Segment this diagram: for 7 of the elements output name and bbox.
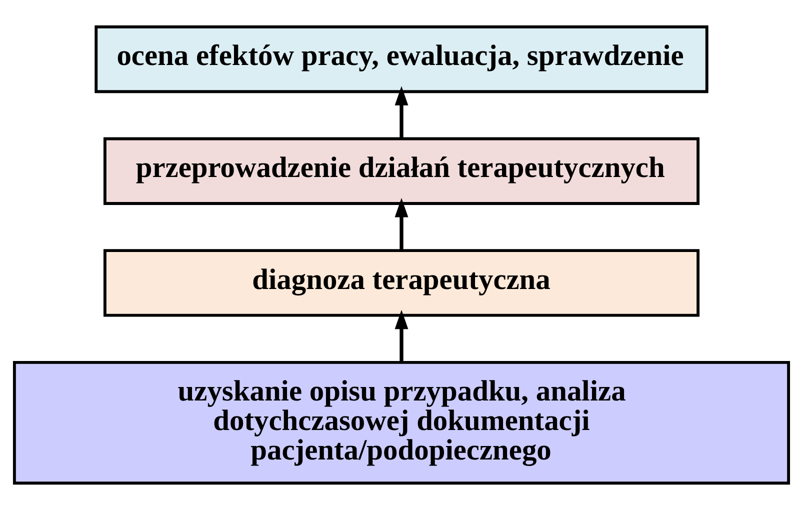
node-box: przeprowadzenie działań terapeutycznych <box>103 137 700 205</box>
node-box: uzyskanie opisu przypadku, analiza dotychczasowej dokumentacji pacjenta/podopiecznego <box>12 360 790 485</box>
arrow <box>394 198 408 251</box>
arrow <box>394 310 408 362</box>
node-box: diagnoza terapeutyczna <box>103 249 700 317</box>
arrow <box>394 86 408 139</box>
node-box: ocena efektów pracy, ewaluacja, sprawdzenie <box>94 25 708 94</box>
